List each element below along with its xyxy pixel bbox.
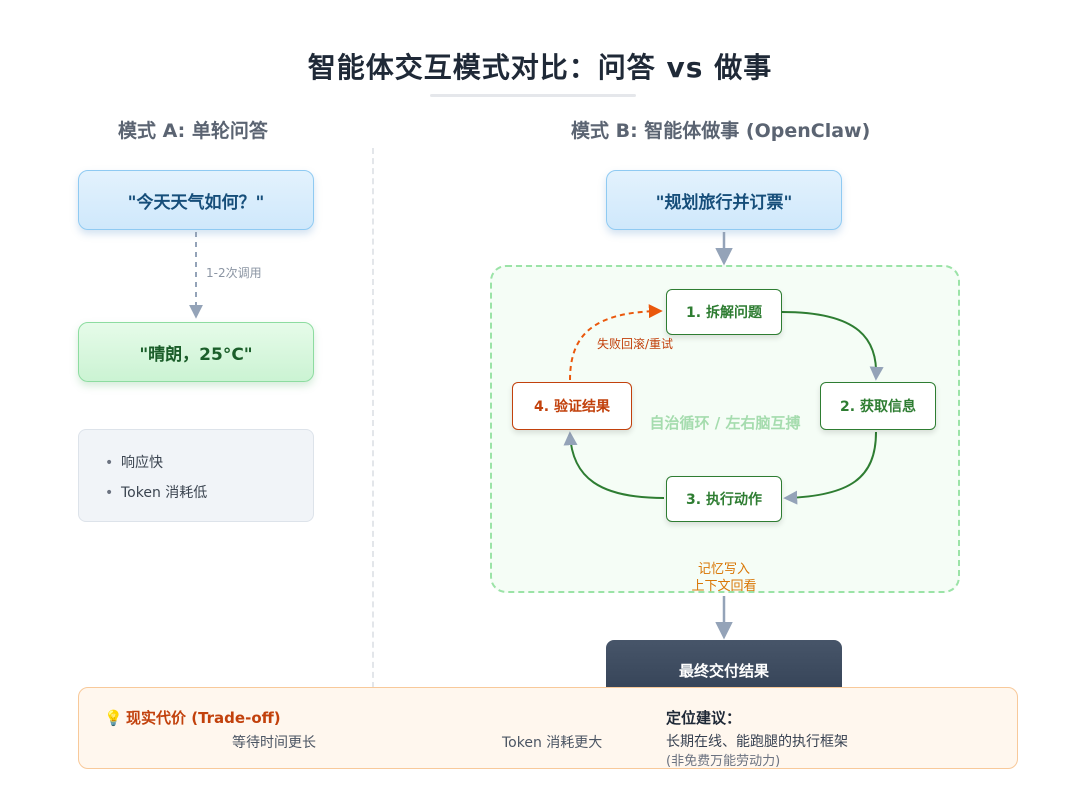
advice-title: 定位建议： [666, 709, 742, 727]
step-decompose: 1. 拆解问题 [666, 289, 782, 335]
pro-item: •响应快 [105, 455, 163, 471]
mode-b-task-node: "规划旅行并订票" [606, 170, 842, 230]
mode-a-heading: 模式 A: 单轮问答 [118, 120, 268, 142]
cost-wait-text: 等待时间更长 [232, 735, 316, 751]
tradeoff-panel [78, 687, 1018, 769]
memory-write-text: 记忆写入 [697, 562, 750, 577]
context-review-text: 上下文回看 [691, 579, 757, 594]
pro-item: •Token 消耗低 [105, 485, 208, 501]
title-underline [430, 94, 636, 97]
column-divider [372, 148, 374, 688]
step-gather-info: 2. 获取信息 [820, 382, 936, 430]
tradeoff-title: 现实代价 (Trade-off) [126, 709, 281, 727]
loop-arrow-3-4 [563, 431, 665, 499]
advice-line-1: 长期在线、能跑腿的执行框架 [666, 734, 848, 750]
mode-a-pros-box: •响应快 •Token 消耗低 [78, 429, 314, 522]
lightbulb-icon: 💡 [104, 709, 123, 727]
call-count-label: 1-2次调用 [206, 266, 262, 280]
memory-label: 记忆写入 上下文回看 [664, 561, 784, 595]
mode-a-answer-node: "晴朗，25°C" [78, 322, 314, 382]
step-verify: 4. 验证结果 [512, 382, 632, 430]
pro-item-text: 响应快 [121, 455, 163, 471]
mode-a-question-node: "今天天气如何？" [78, 170, 314, 230]
mode-b-heading: 模式 B: 智能体做事 (OpenClaw) [571, 120, 871, 142]
loop-arrow-1-2 [781, 311, 884, 381]
advice-line-2: (非免费万能劳动力) [666, 754, 781, 769]
page-title: 智能体交互模式对比：问答 vs 做事 [307, 51, 773, 84]
retry-label: 失败回滚/重试 [597, 337, 674, 351]
loop-label: 自治循环 / 左右脑互搏 [649, 414, 801, 432]
loop-arrow-2-3 [783, 431, 877, 505]
tradeoff-title-row: 💡现实代价 (Trade-off) [104, 707, 281, 728]
advice-text: 长期在线、能跑腿的执行框架 (非免费万能劳动力) [666, 733, 848, 771]
step-execute: 3. 执行动作 [666, 476, 782, 522]
retry-arrow [569, 304, 663, 381]
pro-item-text: Token 消耗低 [121, 485, 208, 501]
cost-token-text: Token 消耗更大 [502, 735, 603, 751]
